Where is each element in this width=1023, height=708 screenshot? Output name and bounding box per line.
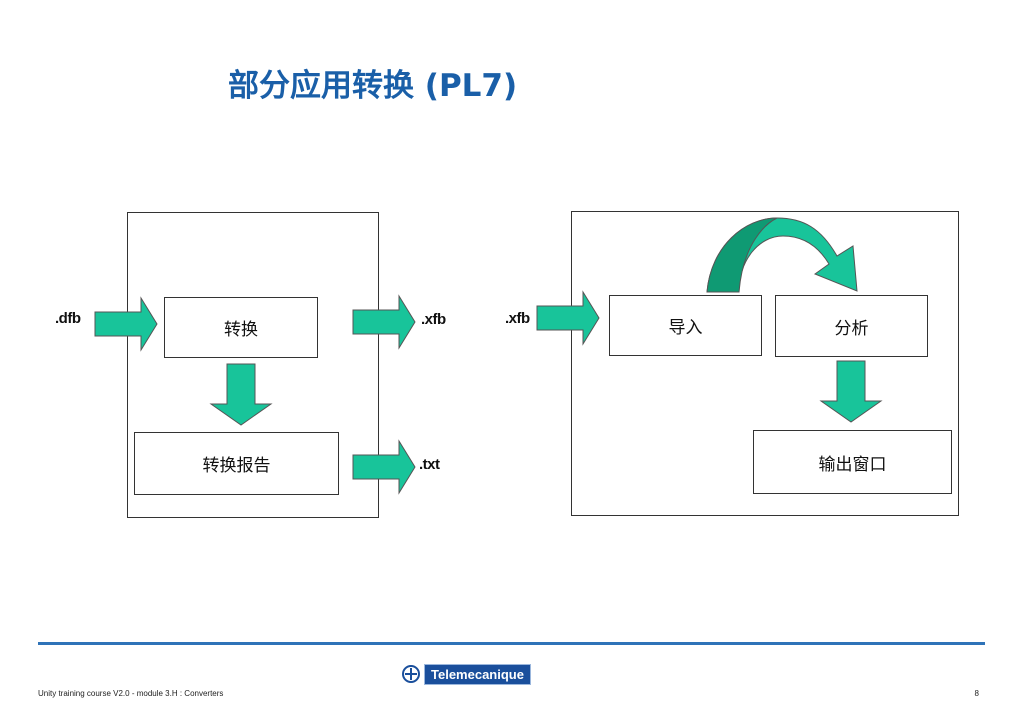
footer-course-text: Unity training course V2.0 - module 3.H … (38, 689, 224, 698)
right-arrow-icon (94, 296, 158, 352)
page-number: 8 (974, 689, 979, 698)
brand-logo: Telemecanique (402, 663, 531, 685)
brand-mark-icon (402, 665, 420, 683)
page-title: 部分应用转换 (PL7) (228, 68, 518, 104)
brand-name: Telemecanique (424, 663, 531, 685)
curved-arrow-icon (706, 217, 858, 293)
input-ext-label: .xfb (505, 310, 530, 327)
right-arrow-icon (352, 439, 416, 495)
import-box: 导入 (609, 295, 762, 356)
output-ext-label: .xfb (421, 311, 446, 328)
down-arrow-icon (209, 363, 273, 426)
footer-divider (38, 642, 985, 645)
output-ext-label: .txt (419, 456, 440, 473)
convert-box: 转换 (164, 297, 318, 358)
down-arrow-icon (819, 360, 883, 423)
input-ext-label: .dfb (55, 310, 81, 327)
analyze-box: 分析 (775, 295, 928, 357)
right-arrow-icon (536, 290, 600, 346)
right-arrow-icon (352, 294, 416, 350)
convert-report-box: 转换报告 (134, 432, 339, 495)
output-window-box: 输出窗口 (753, 430, 952, 494)
